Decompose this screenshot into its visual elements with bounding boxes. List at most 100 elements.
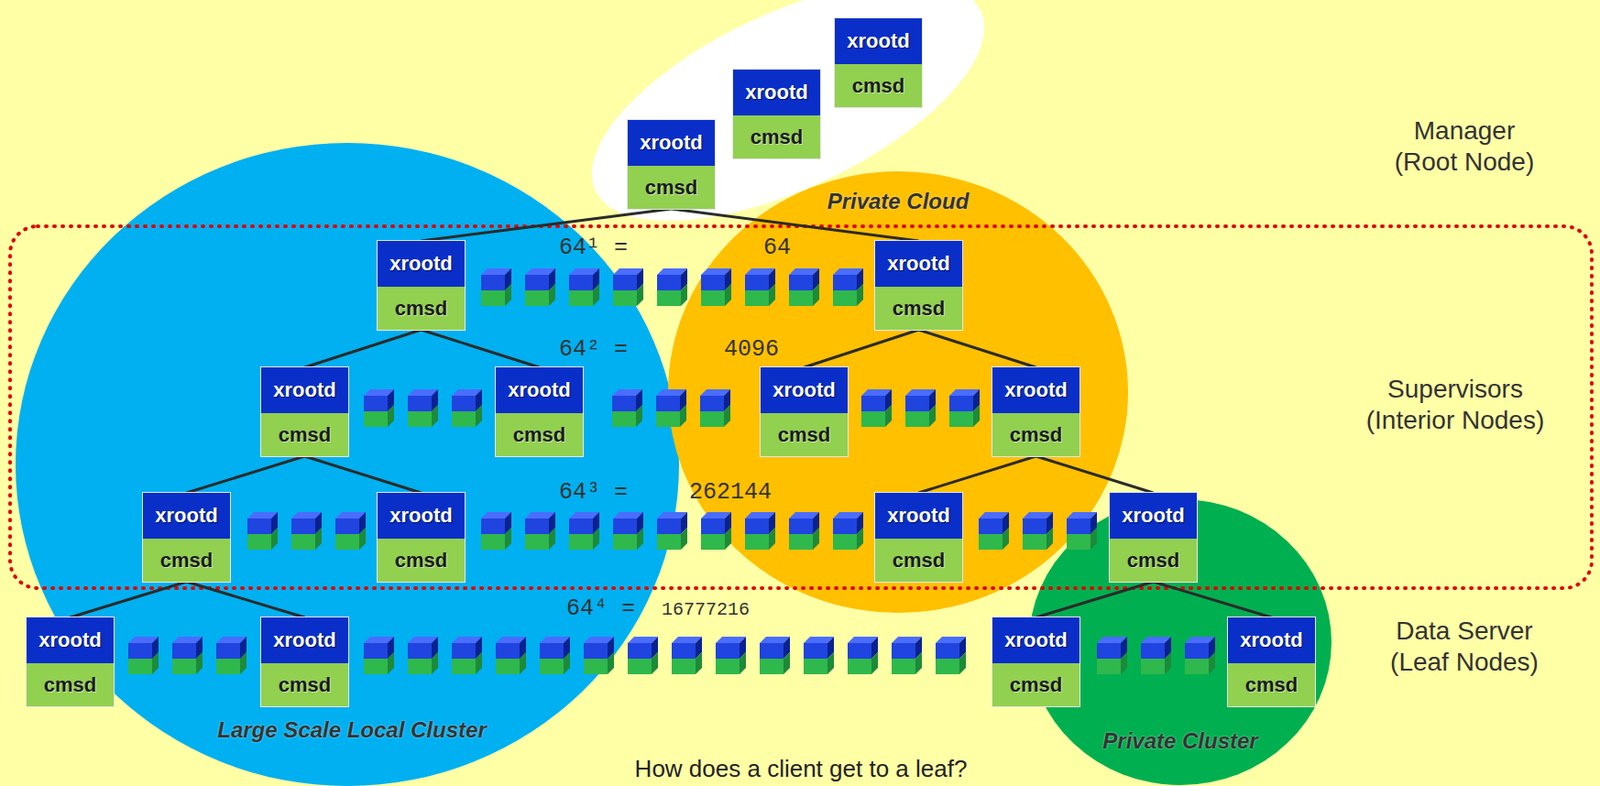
cluster-region: Private Cloud xrootd cmsd xrootd cmsd xrootd c… <box>668 171 1129 614</box>
cmsd-band: cmsd <box>733 115 821 159</box>
server-cube <box>569 512 600 550</box>
server-cube <box>1140 636 1172 675</box>
server-cube <box>861 389 892 428</box>
tier-label: Data Server (Leaf Nodes) <box>1377 615 1552 678</box>
xrootd-band: xrootd <box>760 367 848 414</box>
server-cube <box>612 389 643 428</box>
daemon-name: cmsd <box>645 175 698 200</box>
tree-link <box>671 208 920 242</box>
server-cube <box>905 389 936 428</box>
tree-link <box>305 456 422 494</box>
region-label: Private Cloud <box>827 188 970 215</box>
daemon-name: xrootd <box>273 628 336 653</box>
daemon-name: xrootd <box>38 628 101 653</box>
xrootd-band: xrootd <box>875 493 963 539</box>
server-cube <box>701 268 732 307</box>
server-cube <box>759 636 790 675</box>
region-label: Large Scale Local Cluster <box>217 717 486 744</box>
server-box: xrootdcmsd <box>733 69 821 159</box>
cmsd-band: cmsd <box>992 663 1080 707</box>
cmsd-band: cmsd <box>377 286 465 330</box>
server-box: xrootdcmsd <box>495 367 583 457</box>
server-cube <box>407 636 439 675</box>
question-text: How does a client get to a leaf? <box>635 755 968 784</box>
xrootd-band: xrootd <box>1109 493 1197 539</box>
xrootd-band: xrootd <box>261 617 349 664</box>
tree-link <box>919 456 1037 494</box>
cmsd-band: cmsd <box>1109 538 1197 582</box>
xrootd-band: xrootd <box>377 241 465 287</box>
server-cube <box>128 636 159 675</box>
count-label: 64 <box>763 234 791 262</box>
daemon-name: cmsd <box>1245 673 1298 698</box>
xrootd-band: xrootd <box>1227 617 1316 664</box>
daemon-name: cmsd <box>750 125 803 150</box>
server-cube <box>657 512 688 550</box>
server-cube <box>481 268 512 307</box>
daemon-name: xrootd <box>389 504 452 528</box>
daemon-name: xrootd <box>846 29 910 54</box>
daemon-name: xrootd <box>639 131 702 155</box>
daemon-name: cmsd <box>892 296 945 321</box>
xrootd-band: xrootd <box>142 493 231 539</box>
tier-label: Supervisors (Interior Nodes) <box>1354 373 1557 436</box>
server-box: xrootd cmsd <box>875 241 963 330</box>
server-cube <box>1184 636 1216 675</box>
tree-link <box>421 208 672 242</box>
tree-link <box>1036 581 1154 618</box>
xrootd-band: xrootd <box>834 18 922 65</box>
server-cube <box>847 636 878 675</box>
server-cube <box>525 512 556 550</box>
count-label: 64¹ = <box>558 234 628 262</box>
server-cube <box>891 636 922 675</box>
daemon-name: xrootd <box>887 252 950 276</box>
daemon-name: xrootd <box>887 504 950 528</box>
daemon-name: xrootd <box>154 504 218 528</box>
server-cube <box>671 636 702 675</box>
xrootd-band: xrootd <box>26 617 114 664</box>
server-box: xrootdcmsd <box>834 18 922 108</box>
server-cube <box>495 636 527 675</box>
supervisor-band-outline <box>10 226 1592 589</box>
server-cube <box>745 512 776 550</box>
daemon-name: cmsd <box>278 423 331 448</box>
cmsd-band: cmsd <box>495 413 583 457</box>
server-cube <box>172 636 203 675</box>
cmsd-band: cmsd <box>26 663 114 707</box>
cmsd-band: cmsd <box>142 538 231 582</box>
xrootd-band: xrootd <box>377 493 465 539</box>
tree-link <box>186 456 306 494</box>
server-cubes <box>128 268 1216 675</box>
server-cube <box>978 512 1009 550</box>
daemon-name: xrootd <box>1004 378 1067 403</box>
daemon-name: cmsd <box>892 548 945 573</box>
server-cube <box>701 512 732 550</box>
server-cube <box>657 268 688 307</box>
daemon-name: cmsd <box>1127 548 1180 573</box>
count-label: 64² = <box>558 336 628 363</box>
daemon-name: xrootd <box>1004 628 1067 653</box>
server-box: xrootd cmsd <box>26 617 114 707</box>
server-cube <box>803 636 834 675</box>
server-cube <box>935 636 966 675</box>
xrootd-band: xrootd <box>875 241 963 287</box>
region-label: Private Cluster <box>1102 728 1258 755</box>
server-cube <box>613 512 644 550</box>
daemon-name: cmsd <box>778 423 831 448</box>
count-label: 64⁴ = <box>566 595 636 623</box>
tree-link <box>186 581 306 618</box>
xrootd-band: xrootd <box>992 367 1080 414</box>
server-cube <box>1066 512 1097 550</box>
tree-link <box>1036 456 1154 494</box>
daemon-name: xrootd <box>389 252 452 276</box>
tree-link <box>421 329 540 368</box>
server-box: xrootdcmsd <box>261 367 349 457</box>
daemon-name: xrootd <box>1239 628 1303 653</box>
server-cube <box>216 636 247 675</box>
daemon-name: cmsd <box>1009 673 1063 698</box>
daemon-name: cmsd <box>278 673 331 698</box>
server-box: xrootdcmsd <box>992 367 1080 457</box>
server-cube <box>789 268 820 307</box>
server-cube <box>627 636 658 675</box>
server-box: xrootd cmsd <box>760 367 848 457</box>
